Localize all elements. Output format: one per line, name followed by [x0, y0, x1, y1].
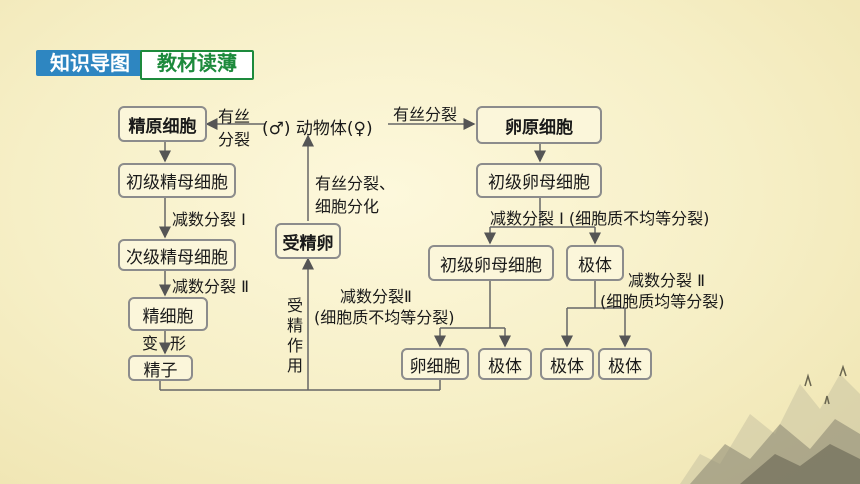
- meiosis2-equal-label-1: 减数分裂 Ⅱ: [628, 271, 705, 290]
- sperm-box: 精子: [128, 355, 193, 381]
- primary-oocyte-label-top: 初级卵母细胞: [488, 173, 590, 193]
- polar-body-box-1: 极体: [566, 245, 624, 281]
- polar-body-label-1: 极体: [578, 255, 612, 276]
- secondary-spermatocyte-box: 次级精母细胞: [118, 239, 236, 271]
- mountain-landscape-decoration: [680, 364, 860, 484]
- polar-body-label-4: 极体: [608, 356, 642, 377]
- primary-spermatocyte-label: 初级精母细胞: [126, 173, 228, 193]
- spermatogonium-label: 精原细胞: [128, 116, 197, 137]
- mitosis-left-label-1: 有丝: [218, 107, 251, 126]
- organism-label: (♂) 动物体(♀): [262, 119, 373, 139]
- mitosis-differentiation-label-2: 细胞分化: [315, 197, 380, 216]
- meiosis2-unequal-label-1: 减数分裂Ⅱ: [340, 287, 412, 306]
- tag-textbook-summary: 教材读薄: [140, 50, 254, 80]
- primary-spermatocyte-box: 初级精母细胞: [118, 163, 236, 198]
- oogonium-box: 卵原细胞: [476, 106, 602, 144]
- polar-body-box-4: 极体: [598, 348, 652, 380]
- primary-oocyte-box-bottom: 初级卵母细胞: [428, 245, 554, 281]
- primary-oocyte-box-top: 初级卵母细胞: [476, 163, 602, 198]
- egg-cell-label: 卵细胞: [409, 356, 461, 377]
- meiosis2-equal-label-2: (细胞质均等分裂): [600, 292, 725, 311]
- polar-body-label-3: 极体: [550, 356, 584, 377]
- mitosis-differentiation-label-1: 有丝分裂、: [315, 174, 396, 193]
- polar-body-box-2: 极体: [478, 348, 532, 380]
- spermatogonium-box: 精原细胞: [118, 106, 207, 142]
- zygote-box: 受精卵: [275, 223, 341, 259]
- fertilization-label: 受精作用: [287, 296, 304, 375]
- spermatid-box: 精细胞: [128, 297, 208, 331]
- transform-label-2: 形: [170, 334, 187, 353]
- oogonium-label: 卵原细胞: [505, 117, 573, 138]
- sperm-label: 精子: [143, 360, 178, 381]
- meiosis1-male-label: 减数分裂 Ⅰ: [172, 210, 246, 229]
- polar-body-box-3: 极体: [540, 348, 594, 380]
- meiosis2-male-label: 减数分裂 Ⅱ: [172, 277, 249, 296]
- tag-knowledge-map: 知识导图: [36, 50, 144, 76]
- meiosis2-unequal-label-2: (细胞质不均等分裂): [314, 308, 455, 327]
- egg-cell-box: 卵细胞: [401, 348, 469, 380]
- zygote-label: 受精卵: [282, 233, 334, 254]
- secondary-spermatocyte-label: 次级精母细胞: [126, 247, 228, 268]
- meiosis1-female-label: 减数分裂 Ⅰ (细胞质不均等分裂): [490, 209, 710, 228]
- spermatid-label: 精细胞: [142, 306, 194, 327]
- mitosis-left-label-2: 分裂: [218, 130, 251, 149]
- primary-oocyte-label-bottom: 初级卵母细胞: [440, 255, 542, 276]
- transform-label-1: 变: [142, 334, 159, 353]
- polar-body-label-2: 极体: [488, 356, 522, 377]
- mitosis-right-label: 有丝分裂: [393, 105, 458, 124]
